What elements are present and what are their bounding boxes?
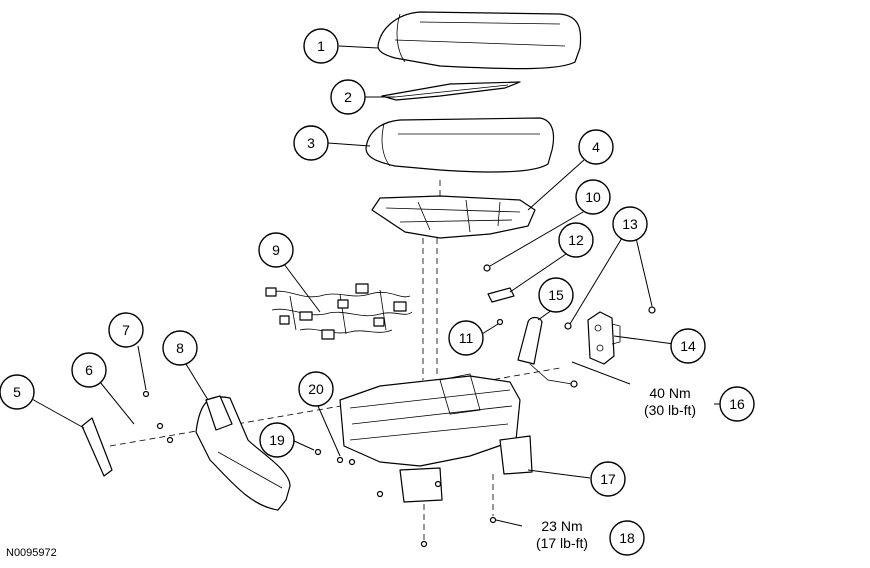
callout-label: 7 xyxy=(122,322,130,338)
part-trim-cover-5 xyxy=(81,417,113,477)
part-fastener-11 xyxy=(496,318,504,326)
callout-label: 3 xyxy=(307,135,315,151)
callout-4: 4 xyxy=(578,129,614,165)
torque-18-nm: 23 Nm xyxy=(541,518,582,534)
callout-18: 18 xyxy=(609,520,645,556)
callout-label: 14 xyxy=(680,338,696,354)
callout-label: 13 xyxy=(622,216,638,232)
callout-19: 19 xyxy=(259,422,295,458)
callout-label: 16 xyxy=(729,396,745,412)
part-handle-15 xyxy=(517,316,578,388)
callout-label: 17 xyxy=(600,471,616,487)
callout-label: 8 xyxy=(176,340,184,356)
part-bracket-14 xyxy=(587,311,621,365)
callout-label: 20 xyxy=(308,381,324,397)
callout-label: 4 xyxy=(592,139,600,155)
callout-13: 13 xyxy=(612,206,648,242)
callout-15: 15 xyxy=(538,277,574,313)
callout-11: 11 xyxy=(448,320,484,356)
callout-label: 1 xyxy=(317,38,325,54)
callout-16: 16 xyxy=(719,386,755,422)
part-connector-12 xyxy=(487,287,515,303)
part-wiring-harness xyxy=(265,283,413,340)
callout-17: 17 xyxy=(590,461,626,497)
callout-6: 6 xyxy=(71,352,107,388)
callout-20: 20 xyxy=(298,371,334,407)
callout-label: 5 xyxy=(13,384,21,400)
part-seat-track-assembly xyxy=(339,373,533,503)
callout-8: 8 xyxy=(162,330,198,366)
callout-1: 1 xyxy=(303,28,339,64)
callout-label: 18 xyxy=(619,530,635,546)
torque-18-lbft: (17 lb-ft) xyxy=(536,535,588,551)
callout-2: 2 xyxy=(330,79,366,115)
torque-16-lbft: (30 lb-ft) xyxy=(644,402,696,418)
callout-label: 19 xyxy=(269,432,285,448)
callout-label: 9 xyxy=(272,242,280,258)
callout-label: 2 xyxy=(344,89,352,105)
part-bolts-13 xyxy=(564,306,656,330)
torque-16-nm: 40 Nm xyxy=(649,385,690,401)
part-seat-pad xyxy=(381,81,521,101)
part-seat-cushion-cover xyxy=(377,11,582,70)
callout-10: 10 xyxy=(575,179,611,215)
callout-12: 12 xyxy=(558,222,594,258)
callout-7: 7 xyxy=(108,312,144,348)
leader-lines xyxy=(29,45,720,527)
callout-label: 15 xyxy=(548,287,564,303)
callout-3: 3 xyxy=(293,125,329,161)
part-seat-pan-frame xyxy=(371,195,536,239)
callout-label: 10 xyxy=(585,189,601,205)
callout-label: 6 xyxy=(85,362,93,378)
part-screws-7 xyxy=(142,390,174,444)
figure-id: N0095972 xyxy=(6,547,57,559)
callout-5: 5 xyxy=(0,374,35,410)
part-fastener-10 xyxy=(483,264,491,272)
part-side-shield-8 xyxy=(195,395,291,511)
callout-label: 12 xyxy=(568,232,584,248)
callout-label: 11 xyxy=(459,330,474,346)
callout-9: 9 xyxy=(258,232,294,268)
callout-14: 14 xyxy=(670,328,706,364)
part-seat-cushion xyxy=(365,117,555,173)
